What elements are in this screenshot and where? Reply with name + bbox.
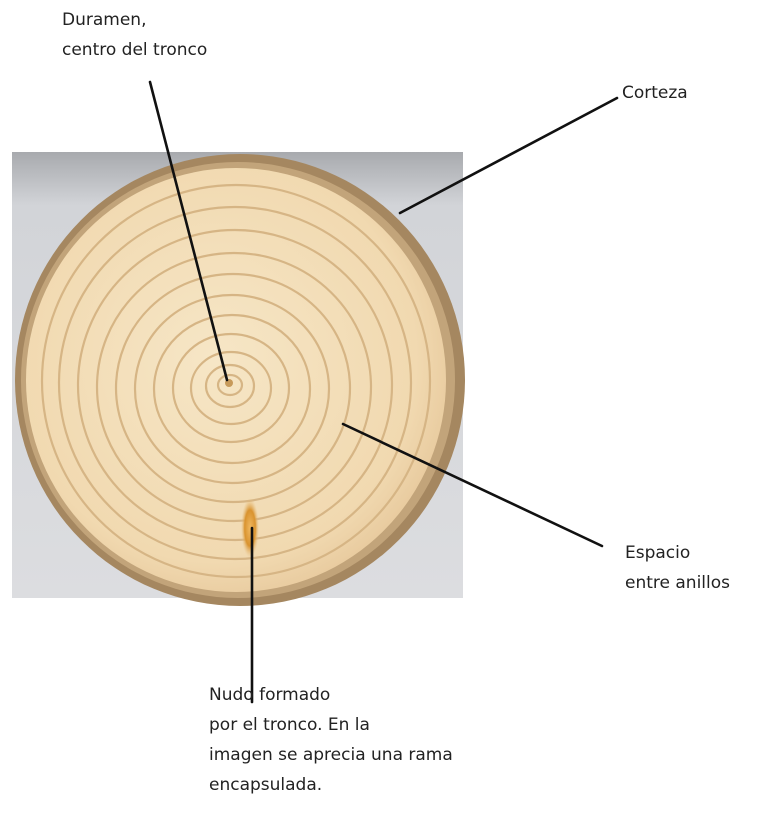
label-nudo-line-4: encapsulada. <box>209 770 453 800</box>
label-duramen: Duramen, centro del tronco <box>62 5 207 65</box>
label-nudo-line-1: Nudo formado <box>209 680 453 710</box>
label-nudo-line-3: imagen se aprecia una rama <box>209 740 453 770</box>
label-duramen-line-1: Duramen, <box>62 5 207 35</box>
label-espacio-line-2: entre anillos <box>625 568 730 598</box>
label-nudo: Nudo formado por el tronco. En la imagen… <box>209 680 453 800</box>
label-corteza: Corteza <box>622 78 688 108</box>
label-corteza-line-1: Corteza <box>622 78 688 108</box>
wood-face <box>26 168 446 592</box>
label-duramen-line-2: centro del tronco <box>62 35 207 65</box>
label-nudo-line-2: por el tronco. En la <box>209 710 453 740</box>
label-espacio-line-1: Espacio <box>625 538 730 568</box>
label-espacio-entre-anillos: Espacio entre anillos <box>625 538 730 598</box>
knot <box>241 498 259 558</box>
